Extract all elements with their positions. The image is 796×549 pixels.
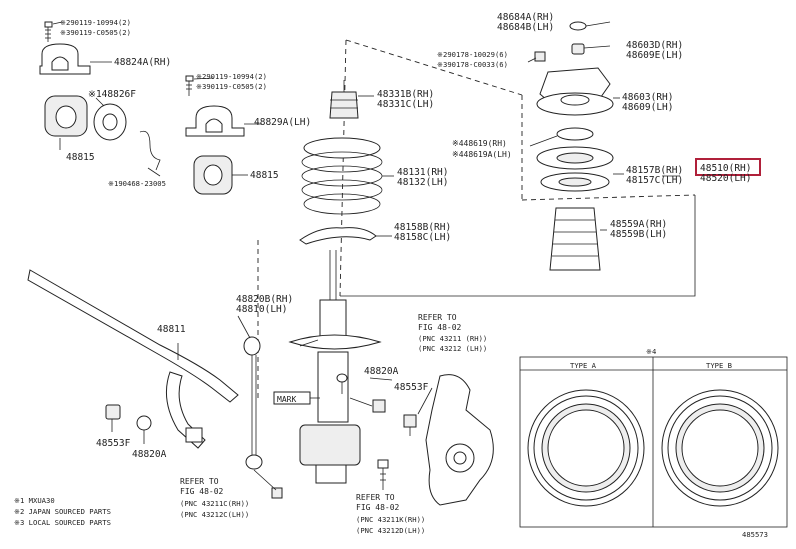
label-48331c: 48331C(LH) [377, 99, 434, 110]
steering-knuckle [425, 374, 494, 506]
label-48157c: 48157C(LH) [626, 175, 683, 186]
label-48829a: 48829A(LH) [254, 117, 311, 128]
inset-ring-type-a [527, 389, 645, 507]
label-48609: 48609(LH) [622, 102, 673, 113]
label-48815-left: 48815 [66, 152, 95, 163]
label-48520: 48520(LH) [700, 173, 751, 184]
label-refer-top: REFER TO [418, 313, 457, 322]
bolt-top-mid [185, 75, 215, 96]
label-pnc-43211-left: (PNC 43211C(RH)) [180, 499, 249, 508]
label-90178-c0033: ※390178-C0033(6) [437, 60, 508, 69]
label-48132: 48132(LH) [397, 177, 448, 188]
note-3: ※3 LOCAL SOURCED PARTS [14, 518, 111, 527]
stabilizer-bracket-left [39, 43, 112, 75]
coil-spring-48131 [301, 137, 383, 215]
stabilizer-bushing-mid [193, 155, 248, 195]
bearing-48619 [529, 127, 594, 147]
label-48820b: 48820B(RH) [236, 294, 293, 305]
bolt-48820a-mid [336, 373, 348, 394]
label-48331b: 48331B(RH) [377, 89, 434, 100]
bolt-top-left [44, 21, 63, 42]
nut-48553f-left [105, 404, 121, 432]
label-pnc-43211-top: (PNC 43211 (RH)) [418, 334, 487, 343]
label-refer-bottom: REFER TO [356, 493, 395, 502]
nut-48553f-mid-a [372, 399, 386, 413]
label-pnc-43212-bottom: (PNC 43212D(LH)) [356, 526, 425, 535]
nut-48820a-left [136, 415, 152, 444]
label-type-b: TYPE B [706, 361, 732, 370]
label-pnc-43211-bottom: (PNC 43211K(RH)) [356, 515, 425, 524]
highlight-box-48510 [695, 158, 761, 176]
leader-lines [299, 57, 680, 415]
inset-type-comparison [519, 356, 788, 528]
label-fig-left: FIG 48-02 [180, 487, 224, 496]
assembly-outline [257, 39, 696, 400]
support-assembly-48603 [536, 67, 614, 116]
spring-seat-48158 [299, 227, 377, 245]
nut-small-90178 [534, 51, 546, 62]
label-48824a: 48824A(RH) [114, 57, 171, 68]
label-48559a: 48559A(RH) [610, 219, 667, 230]
label-48131: 48131(RH) [397, 167, 448, 178]
label-48603: 48603(RH) [622, 92, 673, 103]
figure-id: 485573 [742, 530, 768, 539]
shock-absorber-48510 [273, 250, 382, 484]
label-48684a: 48684A(RH) [497, 12, 554, 23]
stabilizer-bracket-mid [185, 105, 262, 137]
stabilizer-bar [27, 269, 239, 449]
label-48619a: ※448619A(LH) [452, 150, 512, 159]
label-48158c: 48158C(LH) [394, 232, 451, 243]
label-48810: 48810(LH) [236, 304, 287, 315]
label-48603d: 48603D(RH) [626, 40, 683, 51]
label-pnc-43212-top: (PNC 43212 (LH)) [418, 344, 487, 353]
clip-90468 [139, 130, 161, 177]
label-48820a-mid: 48820A [364, 366, 399, 377]
spring-seat-48157 [536, 146, 614, 192]
label-48811: 48811 [157, 324, 186, 335]
label-pnc-43212-left: (PNC 43212C(LH)) [180, 510, 249, 519]
note-1: ※1 MXUA30 [14, 496, 55, 505]
label-90119-c0505: ※390119-C0505(2) [60, 28, 131, 37]
label-90119-10994: ※290119-10994(2) [60, 18, 131, 27]
label-48619: ※448619(RH) [452, 139, 507, 148]
bushing-48826f [93, 97, 127, 141]
label-48553f-left: 48553F [96, 438, 131, 449]
label-48158b: 48158B(RH) [394, 222, 451, 233]
nut-48553f-mid-b [403, 414, 417, 436]
cap-48684a [569, 21, 611, 31]
nut-48603d [571, 43, 611, 55]
label-fig-bottom: FIG 48-02 [356, 503, 400, 512]
label-48510: 48510(RH) [700, 163, 751, 174]
nut-bottom-link [253, 469, 283, 499]
label-90468: ※190468-23005 [108, 179, 166, 188]
label-inset-note: ※4 [646, 347, 656, 356]
label-48609e: 48609E(LH) [626, 50, 683, 61]
label-refer-left: REFER TO [180, 477, 219, 486]
label-48815-mid: 48815 [250, 170, 279, 181]
label-fig-top: FIG 48-02 [418, 323, 462, 332]
label-mark: MARK [277, 395, 296, 404]
label-390119-c0505: ※390119-C0505(2) [196, 82, 267, 91]
label-290119-10994: ※290119-10994(2) [196, 72, 267, 81]
bellows-48559a [549, 207, 601, 271]
label-48826f: ※148826F [88, 89, 136, 100]
bump-stopper-48331 [329, 80, 359, 119]
label-48820a-left: 48820A [132, 449, 167, 460]
label-48157b: 48157B(RH) [626, 165, 683, 176]
label-48559b: 48559B(LH) [610, 229, 667, 240]
label-48553f-mid: 48553F [394, 382, 429, 393]
stabilizer-link [237, 315, 263, 470]
labels: ※290119-10994(2) ※390119-C0505(2) 48824A… [14, 12, 768, 539]
stabilizer-bushing-left [44, 95, 88, 150]
label-48684b: 48684B(LH) [497, 22, 554, 33]
label-type-a: TYPE A [570, 361, 597, 370]
bolt-bottom-mid [377, 459, 389, 490]
label-90178-10029: ※290178-10029(6) [437, 50, 508, 59]
inset-ring-type-b [661, 389, 779, 507]
note-2: ※2 JAPAN SOURCED PARTS [14, 507, 111, 516]
